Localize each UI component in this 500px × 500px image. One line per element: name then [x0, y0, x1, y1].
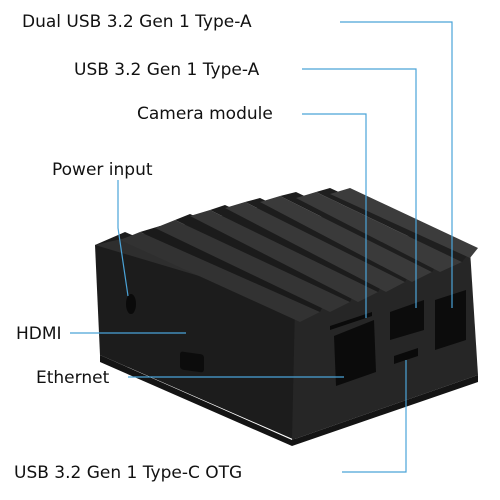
usb-a-label: USB 3.2 Gen 1 Type-A [74, 60, 260, 80]
dual-usb-label: Dual USB 3.2 Gen 1 Type-A [22, 12, 252, 32]
power-input-label: Power input [52, 160, 153, 180]
ethernet-port [334, 320, 376, 386]
case-left-side [95, 232, 300, 440]
usb-c-otg-label: USB 3.2 Gen 1 Type-C OTG [14, 463, 243, 483]
hdmi-label: HDMI [16, 324, 62, 344]
power-port [126, 294, 136, 314]
heatsink-fins [120, 188, 478, 322]
hdmi-port [180, 351, 204, 373]
ethernet-label: Ethernet [36, 368, 110, 388]
camera-module-label: Camera module [137, 104, 273, 124]
usb-a-port [390, 300, 424, 340]
usb-c-port [394, 348, 418, 364]
camera-slot [330, 312, 372, 330]
dual-usb-port [435, 290, 466, 350]
leader-lines [70, 21, 453, 473]
